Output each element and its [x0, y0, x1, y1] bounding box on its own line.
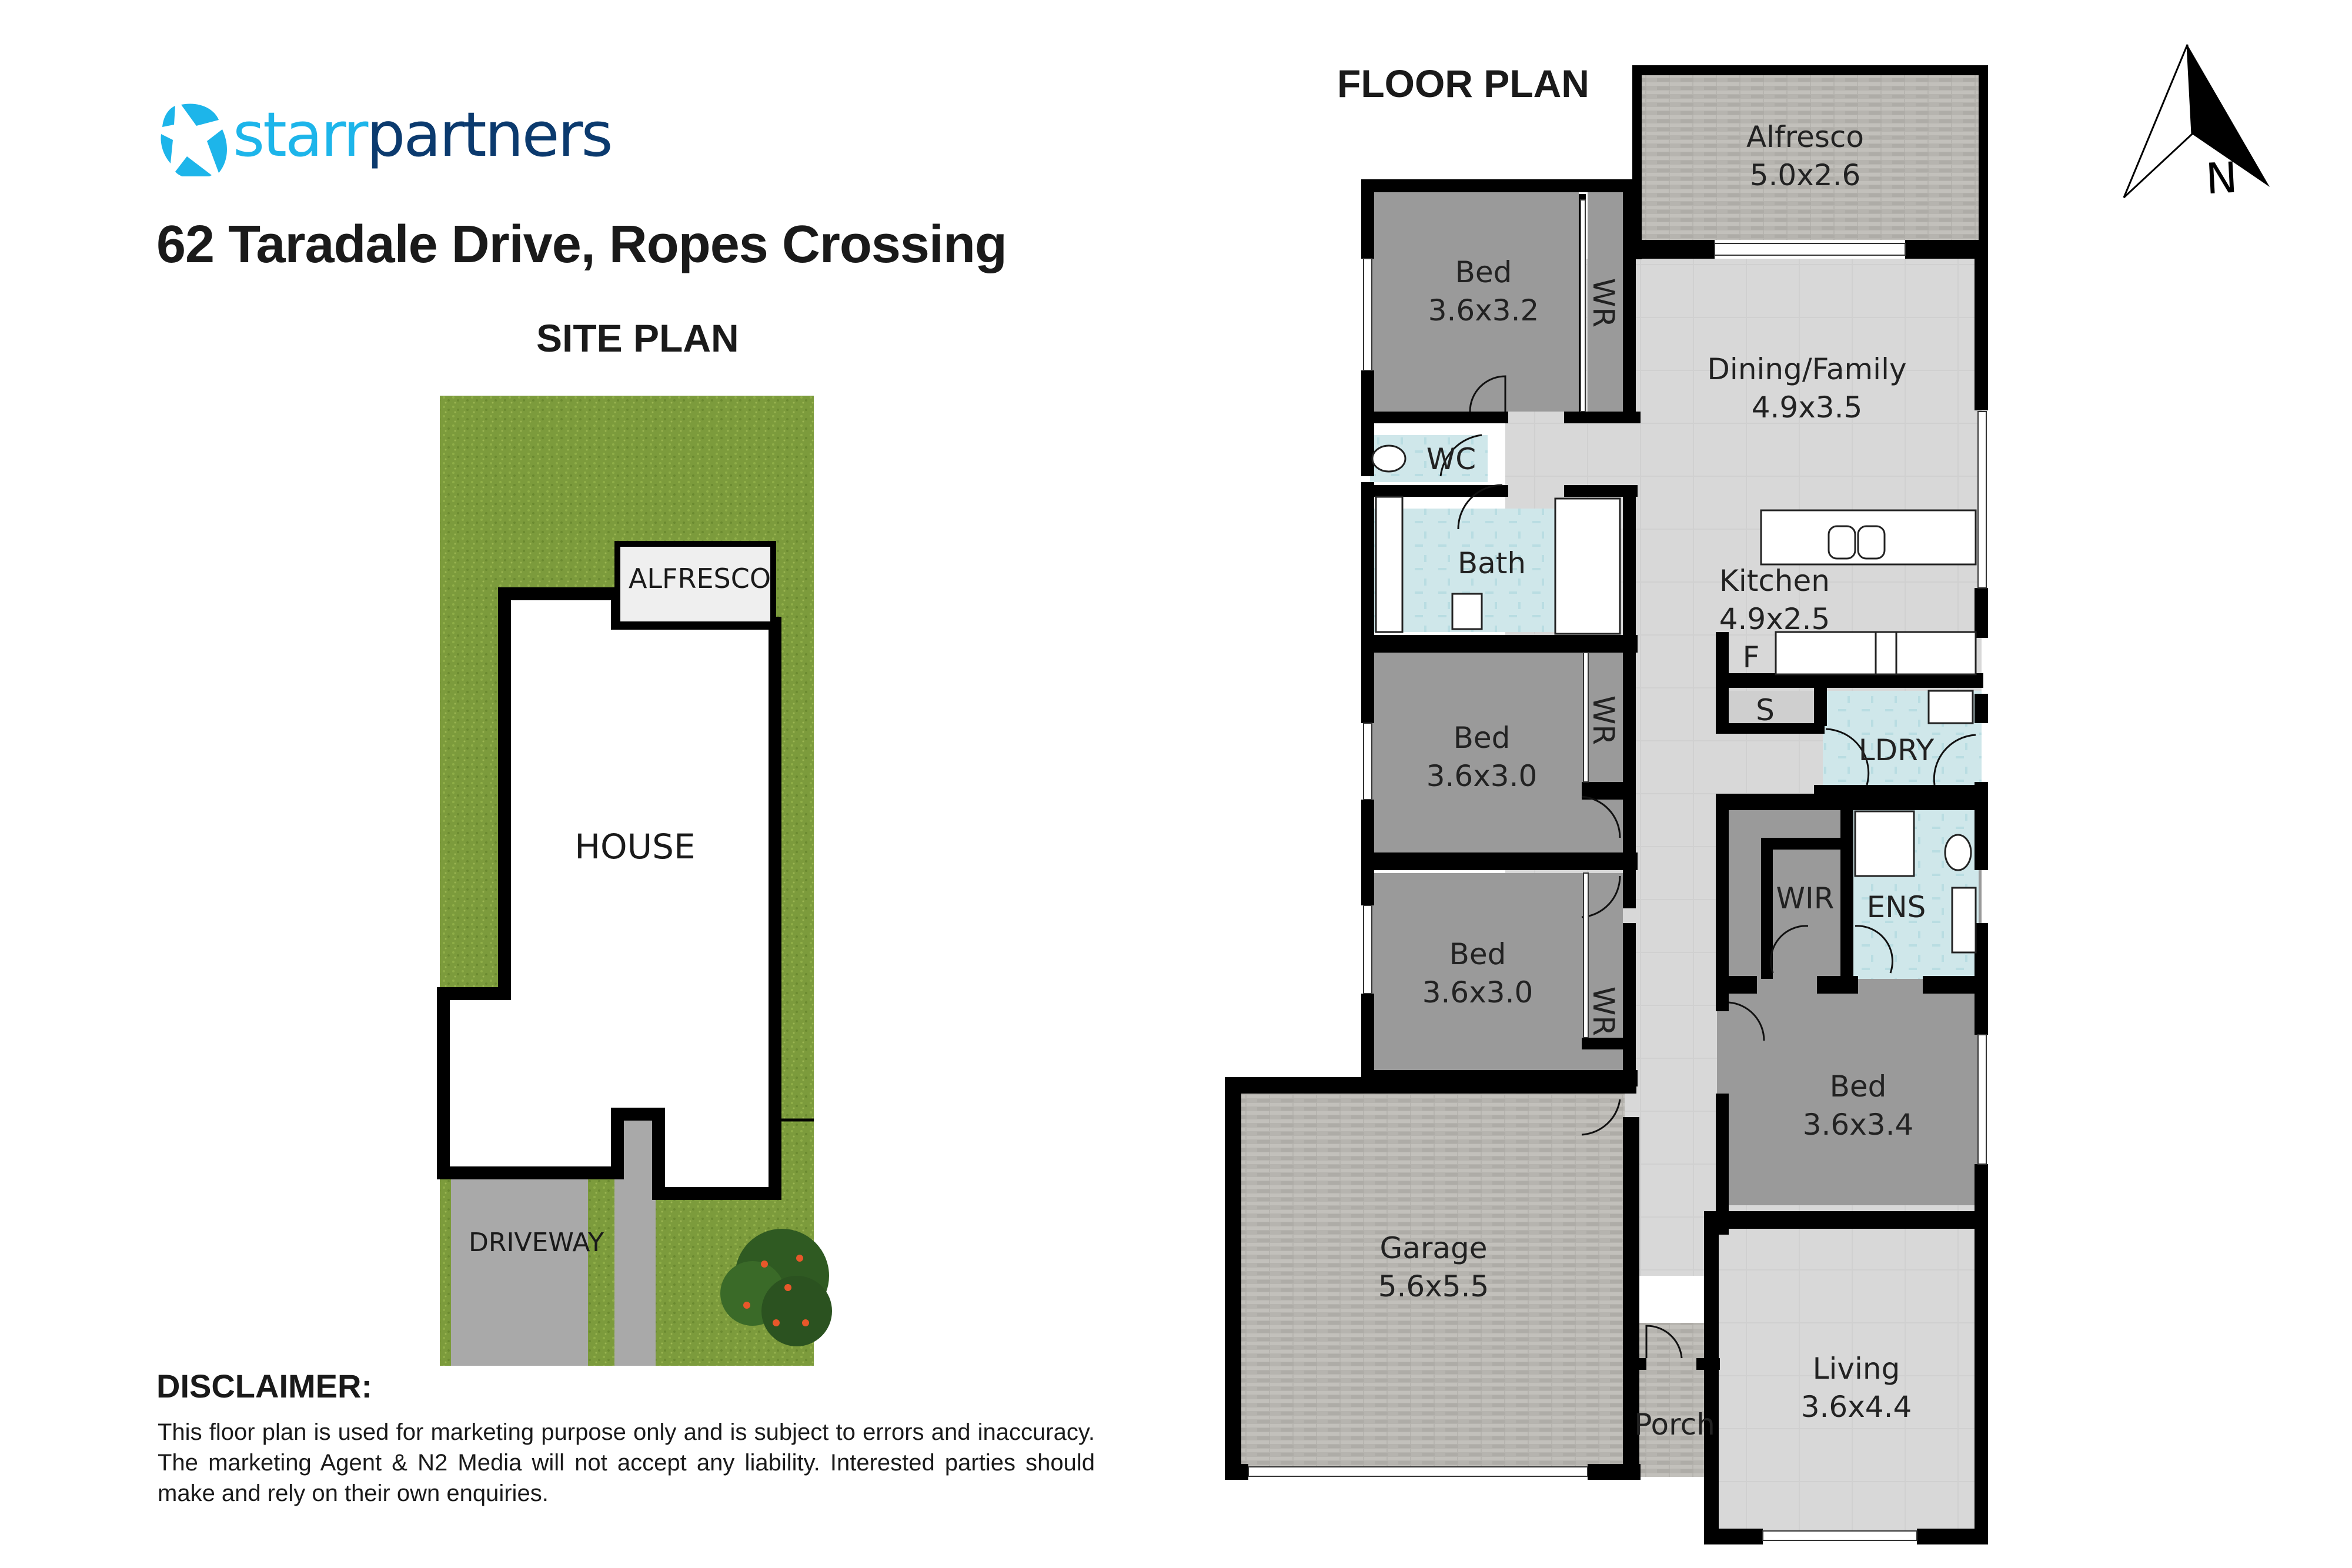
room-dims-bed1: 3.6x3.2 — [1428, 293, 1539, 327]
room-label-bed1: Bed — [1455, 255, 1512, 289]
bed1-floor — [1370, 191, 1579, 412]
door-icon — [1581, 795, 1621, 838]
room-label-laundry: LDRY — [1859, 733, 1935, 767]
site-label-alfresco: ALFRESCO — [629, 563, 771, 594]
room-label-ensuite: ENS — [1867, 890, 1926, 924]
room-label-dining-family: Dining/Family — [1707, 352, 1906, 386]
room-dims-living: 3.6x4.4 — [1801, 1390, 1912, 1424]
room-label-bed4: Bed — [1830, 1069, 1887, 1104]
site-plan: ALFRESCO HOUSE DRIVEWAY — [437, 396, 832, 1366]
room-dims-kitchen: 4.9x2.5 — [1719, 602, 1830, 636]
room-label-porch: Porch — [1634, 1407, 1715, 1442]
site-plan-heading: SITE PLAN — [536, 316, 739, 360]
door-icon — [1770, 925, 1809, 974]
room-label-kitchen: Kitchen — [1719, 564, 1830, 598]
living-floor — [1716, 1223, 1983, 1540]
brand-wordmark: starrpartners — [233, 96, 613, 173]
room-label-wr-3: WR — [1586, 987, 1621, 1036]
door-icon — [1855, 925, 1893, 974]
room-dims-bed3: 3.6x3.0 — [1422, 975, 1534, 1009]
bed2-floor — [1370, 653, 1623, 855]
ensuite-toilet-icon — [1944, 834, 1972, 871]
room-label-wr-1: WR — [1586, 278, 1621, 327]
cooktop-icon — [1875, 631, 1897, 676]
bathtub-icon — [1554, 497, 1621, 635]
fixtures — [1371, 444, 1977, 954]
bed3-floor — [1370, 873, 1623, 1073]
floor-plan-heading: FLOOR PLAN — [1337, 62, 1589, 105]
room-label-garage: Garage — [1379, 1231, 1487, 1265]
room-dims-garage: 5.6x5.5 — [1378, 1269, 1489, 1303]
door-icon — [1825, 728, 1870, 785]
compass-label: N — [2204, 153, 2239, 204]
room-dims-alfresco: 5.0x2.6 — [1750, 158, 1861, 192]
room-label-bed3: Bed — [1449, 937, 1506, 971]
windows — [1248, 199, 1987, 1541]
north-arrow-icon: N — [2123, 44, 2270, 204]
room-label-wr-2: WR — [1586, 696, 1621, 745]
site-label-house: HOUSE — [574, 827, 695, 867]
brand-name-part2: partners — [366, 99, 613, 170]
room-dims-bed2: 3.6x3.0 — [1426, 759, 1538, 793]
garage-floor — [1232, 1085, 1625, 1467]
ensuite-basin-icon — [1951, 887, 1977, 954]
site-alfresco — [614, 541, 776, 627]
disclaimer-heading: DISCLAIMER: — [156, 1368, 373, 1405]
ensuite-shower-icon — [1854, 810, 1915, 877]
brand-name-part1: starr — [233, 99, 368, 170]
room-label-wc: WC — [1426, 442, 1476, 476]
disclaimer-text: This floor plan is used for marketing pu… — [158, 1419, 1095, 1506]
room-label-storage: S — [1756, 693, 1775, 727]
doors — [1439, 375, 1976, 1359]
room-label-living: Living — [1813, 1352, 1900, 1386]
wir-floor — [1726, 808, 1843, 979]
door-icon — [1645, 1325, 1683, 1359]
brand-logo: starrpartners — [158, 99, 613, 176]
door-icon — [1581, 1099, 1621, 1136]
door-icon — [1933, 734, 1976, 785]
door-icon — [1728, 1001, 1765, 1041]
sink-icon — [1857, 525, 1886, 560]
shower-icon — [1375, 496, 1404, 633]
alfresco-floor — [1641, 75, 1982, 240]
porch-floor — [1639, 1323, 1716, 1477]
shrub-icon — [720, 1229, 832, 1346]
room-label-bath: Bath — [1458, 546, 1526, 580]
property-address-title: 62 Taradale Drive, Ropes Crossing — [156, 215, 1007, 274]
room-dims-dining-family: 4.9x3.5 — [1752, 390, 1863, 424]
room-dims-bed4: 3.6x3.4 — [1803, 1108, 1914, 1142]
storage-floor — [1726, 691, 1814, 726]
door-icon — [1581, 875, 1621, 918]
basin-icon — [1451, 593, 1483, 630]
room-label-alfresco: Alfresco — [1746, 120, 1864, 154]
room-label-fridge: F — [1743, 640, 1760, 674]
door-icon — [1439, 434, 1482, 477]
laundry-tub-icon — [1927, 690, 1974, 724]
star-logo-icon — [161, 103, 227, 176]
room-label-wir: WIR — [1776, 881, 1835, 915]
floor-plan: Alfresco 5.0x2.6 Bed 3.6x3.2 Dining/Fami… — [1225, 65, 1988, 1544]
door-icon — [1469, 375, 1506, 412]
site-label-driveway: DRIVEWAY — [469, 1228, 604, 1258]
door-icon — [1457, 484, 1503, 530]
room-label-bed2: Bed — [1454, 721, 1511, 755]
toilet-icon — [1371, 444, 1406, 473]
sink-icon — [1828, 525, 1856, 560]
